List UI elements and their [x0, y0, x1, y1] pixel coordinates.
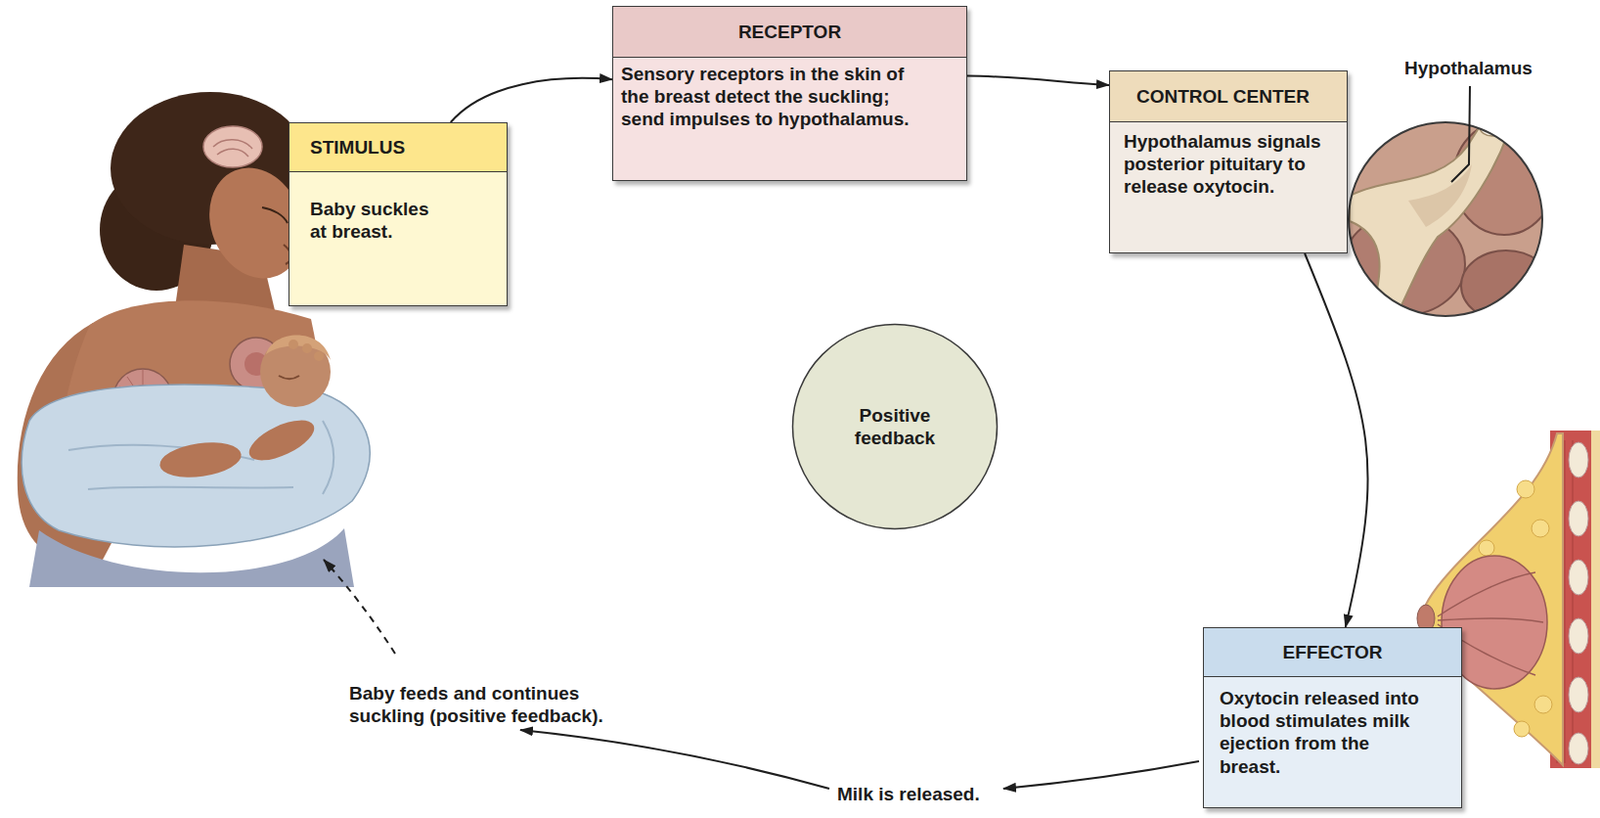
mother-baby-illustration-part: [157, 437, 244, 482]
box-body-text: Baby suckles at breast.: [310, 197, 443, 243]
box-header: CONTROL CENTER: [1110, 71, 1347, 123]
hypothalamus-magnified-part: [1451, 86, 1470, 182]
return-arrows-part: [1003, 760, 1200, 789]
return-arrows-part: [520, 729, 830, 789]
box-heading: RECEPTOR: [738, 20, 842, 44]
breast-cross-section-part: [1568, 442, 1589, 478]
mother-baby-illustration-part: [203, 126, 263, 168]
circle-label: Positive feedback: [836, 403, 954, 449]
process-box: RECEPTOR Sensory receptors in the skin of…: [612, 5, 968, 181]
hypothalamus-magnified-part: [1339, 115, 1556, 323]
breast-cross-section-part: [1531, 519, 1550, 537]
circle-outline: [791, 322, 999, 531]
process-box: CONTROL CENTER Hypothalamus signals poste…: [1109, 70, 1348, 254]
feedback-circle: Positive feedback: [791, 322, 999, 531]
box-body-text: Oxytocin released into blood stimulates …: [1219, 686, 1430, 778]
mother-baby-illustration-part: [29, 528, 355, 587]
mother-baby-illustration-part: [266, 334, 331, 360]
hypothalamus-magnified-part-part: [1349, 115, 1512, 323]
breast-cross-section-part: [1478, 539, 1495, 556]
box-header: EFFECTOR: [1203, 627, 1462, 677]
flow-arrow: [967, 76, 1110, 86]
box-heading: CONTROL CENTER: [1136, 85, 1310, 108]
breast-cross-section-part: [1568, 732, 1589, 764]
flow-arrow: [1304, 253, 1369, 627]
hypothalamus-magnified: [1339, 86, 1556, 323]
box-header: STIMULUS: [289, 123, 507, 173]
mother-baby-illustration-part: [213, 139, 253, 157]
breast-cross-section-part: [1568, 676, 1589, 712]
circle-text-holder: Positive feedback: [836, 403, 954, 449]
hypothalamus-magnified-part-part: [1408, 164, 1472, 227]
process-box: STIMULUS Baby suckles at breast.: [288, 122, 508, 307]
breast-cross-section-part: [1534, 695, 1553, 713]
return-arrows: [323, 559, 1200, 789]
breast-cross-section-part: [1516, 480, 1535, 498]
circle-shape: [793, 324, 998, 530]
breast-cross-section-part: [1591, 430, 1600, 768]
mother-baby-illustration-part: [21, 384, 370, 547]
flow-arrow: [450, 78, 613, 123]
process-box: EFFECTOR Oxytocin released into blood sti…: [1202, 626, 1463, 808]
breast-cross-section-part: [1568, 559, 1589, 595]
mother-baby-illustration-part: [302, 343, 312, 354]
box-body: Hypothalamus signals posterior pituitary…: [1110, 122, 1347, 207]
box-heading: EFFECTOR: [1282, 640, 1382, 664]
box-body-text: Hypothalamus signals posterior pituitary…: [1123, 130, 1339, 199]
hypothalamus-magnified-part-part: [1461, 250, 1552, 321]
box-body-text: Sensory receptors in the skin of the bre…: [621, 62, 933, 132]
return-arrows-part: [323, 559, 396, 654]
mother-baby-illustration-part: [262, 207, 288, 223]
breast-cross-section-part: [1568, 618, 1589, 654]
box-body: Baby suckles at breast.: [289, 172, 507, 251]
box-body: Oxytocin released into blood stimulates …: [1203, 676, 1462, 786]
mother-baby-illustration-part: [313, 351, 324, 361]
breast-cross-section-part: [1513, 720, 1530, 737]
box-body: Sensory receptors in the skin of the bre…: [613, 57, 967, 139]
box-heading: STIMULUS: [310, 135, 405, 159]
step-label: Baby feeds and continues suckling (posit…: [349, 681, 643, 727]
box-header: RECEPTOR: [613, 6, 967, 58]
hypothalamus-magnified-part: [1348, 122, 1543, 316]
step-label: Milk is released.: [837, 782, 980, 805]
structure-label: Hypothalamus: [1404, 56, 1533, 80]
breast-cross-section-part: [1568, 500, 1589, 536]
mother-baby-illustration-part: [243, 411, 320, 469]
mother-baby-illustration-part: [288, 339, 299, 350]
mother-baby-illustration-part: [278, 375, 300, 379]
